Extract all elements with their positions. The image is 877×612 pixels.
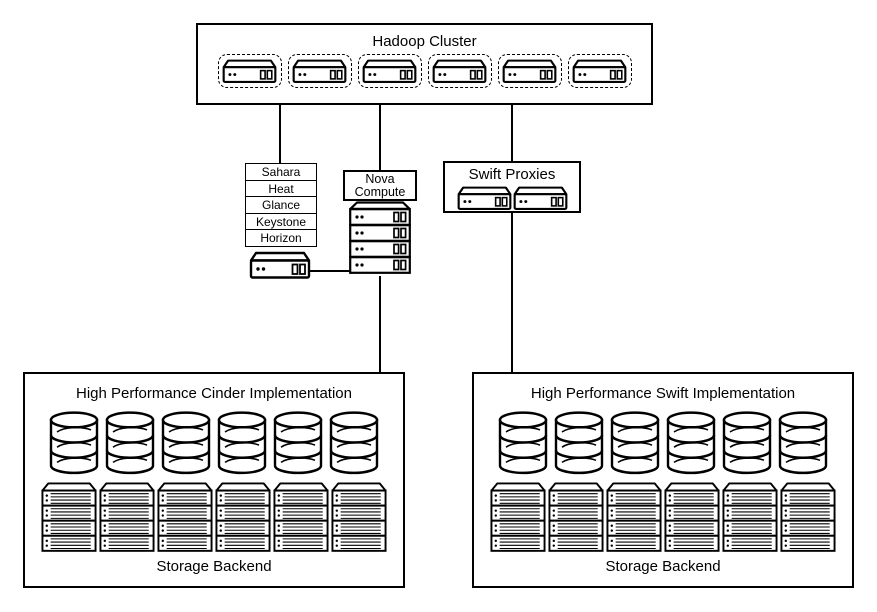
storage-array-icon <box>722 482 778 552</box>
hadoop-server-node <box>217 54 282 88</box>
database-stack-icon <box>778 411 828 475</box>
storage-array-icon <box>273 482 329 552</box>
openstack-service-label: Sahara <box>261 165 301 179</box>
hadoop-server-node <box>357 54 422 88</box>
server-icon <box>457 186 512 210</box>
database-stack-icon <box>161 411 211 475</box>
database-stack-icon <box>610 411 660 475</box>
database-stack-icon <box>498 411 548 475</box>
hadoop-cluster-box: Hadoop Cluster <box>196 23 653 105</box>
storage-array-icon <box>780 482 836 552</box>
nova-compute-rack <box>349 201 411 274</box>
server-icon <box>572 59 627 83</box>
database-stack-icon <box>49 411 99 475</box>
hadoop-server-row <box>198 54 651 88</box>
server-icon <box>432 59 487 83</box>
openstack-service-item: Horizon <box>245 229 317 247</box>
storage-array-icon <box>41 482 97 552</box>
connector-hadoop-to-services <box>279 104 281 164</box>
openstack-services-stack: Sahara Heat Glance Keystone Horizon <box>245 163 317 247</box>
cinder-storage-backend-label: Storage Backend <box>156 558 272 575</box>
server-icon <box>362 59 417 83</box>
openstack-service-label: Glance <box>261 198 301 212</box>
database-stack-icon <box>105 411 155 475</box>
server-icon <box>502 59 557 83</box>
openstack-service-item: Keystone <box>245 212 317 231</box>
connector-controller-to-nova-rack <box>310 270 350 272</box>
connector-nova-to-cinder <box>379 276 381 372</box>
server-icon <box>513 186 568 210</box>
swift-proxy-servers <box>456 185 568 212</box>
swift-proxies-title: Swift Proxies <box>468 166 556 183</box>
connector-hadoop-to-nova <box>379 104 381 171</box>
cinder-disk-row <box>48 410 380 475</box>
swift-disk-row <box>497 410 829 475</box>
openstack-service-label: Heat <box>268 181 294 196</box>
openstack-service-item: Sahara <box>245 163 317 181</box>
server-icon <box>222 59 277 83</box>
storage-array-icon <box>157 482 213 552</box>
storage-array-icon <box>331 482 387 552</box>
database-stack-icon <box>217 411 267 475</box>
database-stack-icon <box>273 411 323 475</box>
storage-array-icon <box>606 482 662 552</box>
database-stack-icon <box>329 411 379 475</box>
nova-compute-box: Nova Compute <box>343 170 417 201</box>
swift-array-row <box>490 482 836 552</box>
nova-rack-units <box>349 208 411 274</box>
database-stack-icon <box>722 411 772 475</box>
server-icon <box>292 59 347 83</box>
database-stack-icon <box>554 411 604 475</box>
storage-array-icon <box>99 482 155 552</box>
cinder-implementation-title: High Performance Cinder Implementation <box>76 385 352 402</box>
server-icon <box>249 251 311 279</box>
hadoop-cluster-title: Hadoop Cluster <box>372 33 477 50</box>
openstack-service-item: Heat <box>245 179 317 198</box>
openstack-service-label: Horizon <box>260 231 302 245</box>
swift-implementation-title: High Performance Swift Implementation <box>530 385 796 402</box>
controller-server <box>248 250 312 281</box>
rack-unit-icon <box>349 256 411 274</box>
swift-storage-backend-label: Storage Backend <box>605 558 721 575</box>
hadoop-server-node <box>497 54 562 88</box>
cinder-implementation-box: High Performance Cinder Implementation <box>23 372 405 588</box>
rack-unit-icon <box>349 240 411 258</box>
database-stack-icon <box>666 411 716 475</box>
hadoop-server-node <box>287 54 352 88</box>
swift-implementation-box: High Performance Swift Implementation <box>472 372 854 588</box>
openstack-service-label: Keystone <box>255 214 307 229</box>
hadoop-server-node <box>427 54 492 88</box>
storage-array-icon <box>490 482 546 552</box>
hadoop-server-node <box>567 54 632 88</box>
rack-unit-icon <box>349 224 411 242</box>
connector-proxies-to-swift-backend <box>511 213 513 372</box>
connector-hadoop-to-swift-proxies <box>511 104 513 162</box>
swift-proxies-box: Swift Proxies <box>443 161 581 213</box>
cinder-array-row <box>41 482 387 552</box>
storage-array-icon <box>548 482 604 552</box>
storage-array-icon <box>215 482 271 552</box>
openstack-service-item: Glance <box>245 196 317 214</box>
nova-compute-label: Nova Compute <box>354 171 406 199</box>
storage-array-icon <box>664 482 720 552</box>
